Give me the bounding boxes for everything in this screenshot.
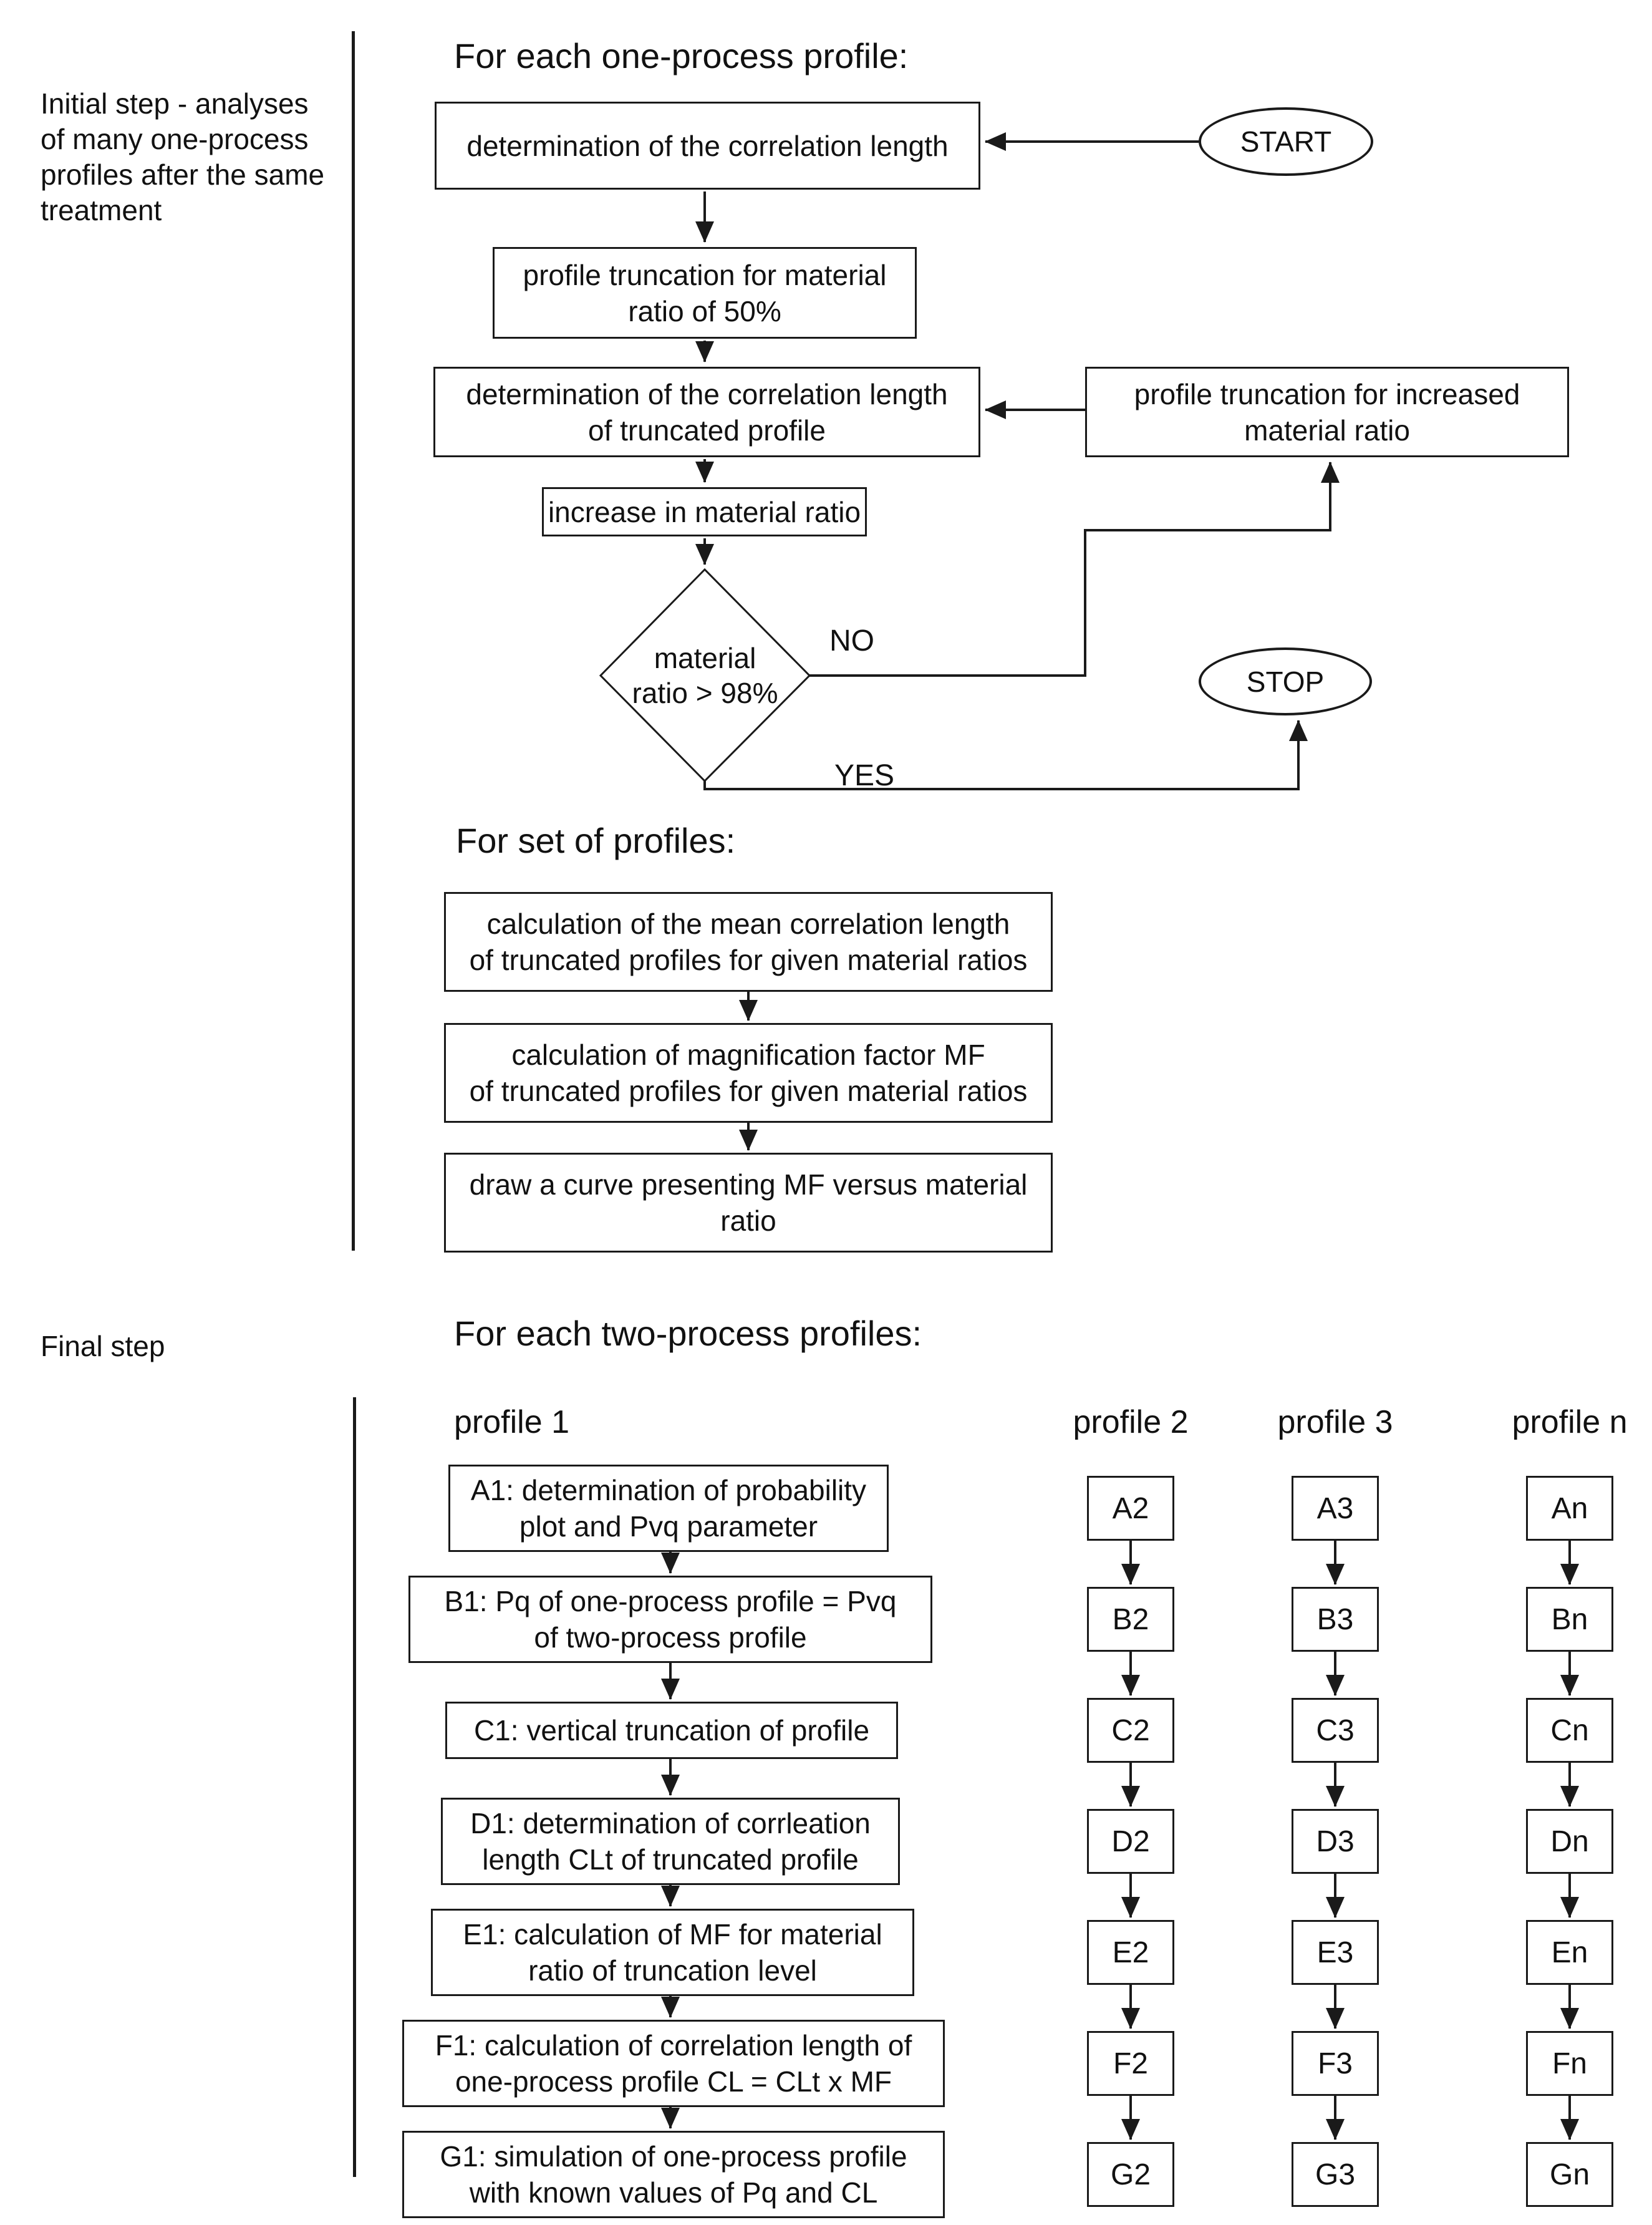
box-a1: A1: determination of probability plot an… xyxy=(448,1465,889,1552)
box-c1: C1: vertical truncation of profile xyxy=(445,1702,898,1759)
box-e2: E2 xyxy=(1087,1920,1174,1985)
arrow-no-path xyxy=(809,462,1340,677)
box-b2: B2 xyxy=(1087,1587,1174,1652)
final-step-note: Final step xyxy=(41,1330,165,1362)
column-header-profile-1: profile 1 xyxy=(454,1404,569,1440)
box-f3: F3 xyxy=(1292,2031,1379,2096)
box-cn: Cn xyxy=(1526,1698,1613,1763)
box-c3: C3 xyxy=(1292,1698,1379,1763)
box-g1: G1: simulation of one-process profile wi… xyxy=(402,2131,945,2218)
box-determine-cl-truncated: determination of the correlation length … xyxy=(433,367,980,457)
box-f1: F1: calculation of correlation length of… xyxy=(402,2020,945,2107)
box-en: En xyxy=(1526,1920,1613,1985)
box-truncation-50: profile truncation for material ratio of… xyxy=(493,247,917,339)
one-process-title: For each one-process profile: xyxy=(454,36,909,75)
box-magnification-factor: calculation of magnification factor MF o… xyxy=(444,1023,1053,1123)
box-b1: B1: Pq of one-process profile = Pvq of t… xyxy=(408,1576,932,1663)
box-truncation-increased: profile truncation for increased materia… xyxy=(1085,367,1569,457)
box-b3: B3 xyxy=(1292,1587,1379,1652)
box-d1: D1: determination of corrleation length … xyxy=(441,1798,900,1885)
box-d3: D3 xyxy=(1292,1809,1379,1874)
box-g2: G2 xyxy=(1087,2142,1174,2207)
box-a3: A3 xyxy=(1292,1476,1379,1541)
start-terminal: START xyxy=(1199,107,1373,176)
box-mean-correlation-length: calculation of the mean correlation leng… xyxy=(444,892,1053,992)
box-dn: Dn xyxy=(1526,1809,1613,1874)
column-header-profile-3: profile 3 xyxy=(1277,1404,1393,1440)
decision-yes-label: YES xyxy=(834,759,895,792)
box-f2: F2 xyxy=(1087,2031,1174,2096)
box-c2: C2 xyxy=(1087,1698,1174,1763)
initial-step-note: Initial step - analyses of many one-proc… xyxy=(41,87,325,226)
set-of-profiles-title: For set of profiles: xyxy=(456,821,736,860)
two-process-title: For each two-process profiles: xyxy=(454,1314,922,1353)
column-header-profile-2: profile 2 xyxy=(1073,1404,1189,1440)
initial-section-divider xyxy=(352,31,355,1251)
box-gn: Gn xyxy=(1526,2142,1613,2207)
box-draw-curve: draw a curve presenting MF versus materi… xyxy=(444,1153,1053,1253)
box-an: An xyxy=(1526,1476,1613,1541)
box-d2: D2 xyxy=(1087,1809,1174,1874)
column-header-profile-n: profile n xyxy=(1512,1404,1628,1440)
box-increase-material-ratio: increase in material ratio xyxy=(542,487,867,536)
box-g3: G3 xyxy=(1292,2142,1379,2207)
box-a2: A2 xyxy=(1087,1476,1174,1541)
stop-terminal: STOP xyxy=(1199,647,1372,715)
box-fn: Fn xyxy=(1526,2031,1613,2096)
box-bn: Bn xyxy=(1526,1587,1613,1652)
decision-diamond-label: material ratio > 98% xyxy=(632,641,778,709)
box-determine-correlation-length: determination of the correlation length xyxy=(435,102,980,190)
decision-no-label: NO xyxy=(829,624,874,657)
box-e3: E3 xyxy=(1292,1920,1379,1985)
final-section-divider xyxy=(353,1397,356,2177)
box-e1: E1: calculation of MF for material ratio… xyxy=(431,1909,914,1996)
